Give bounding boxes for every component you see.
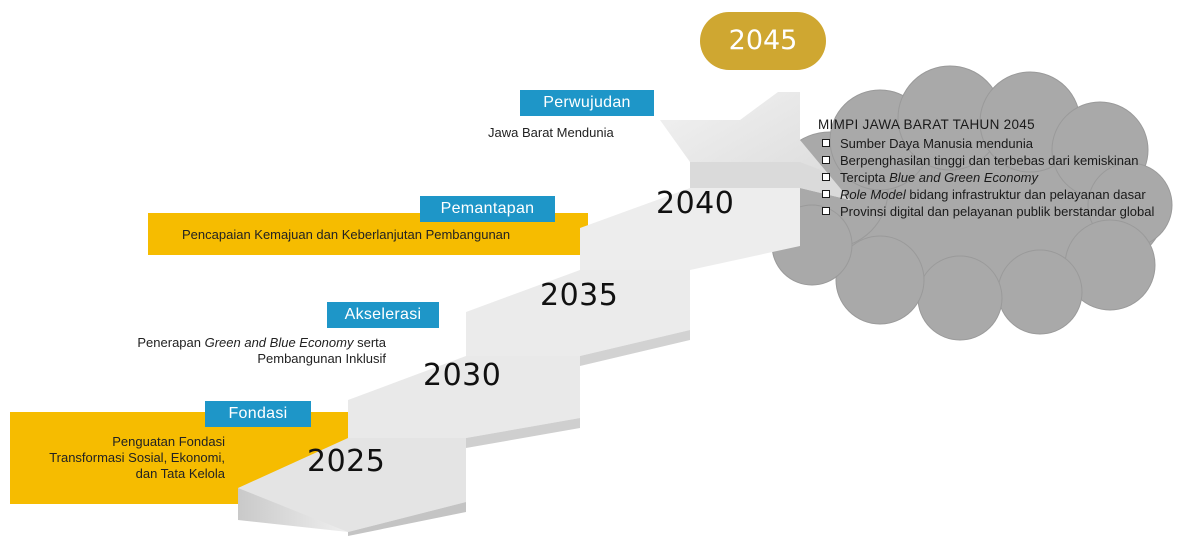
- phase-tag-fondasi: Fondasi: [205, 401, 311, 427]
- fondasi-description: Penguatan Fondasi Transformasi Sosial, E…: [10, 434, 225, 482]
- phase-tag-akselerasi: Akselerasi: [327, 302, 439, 328]
- akselerasi-desc-line-2: Pembangunan Inklusif: [257, 351, 386, 366]
- goal-year-badge: 2045: [700, 12, 826, 70]
- vision-list: Sumber Daya Manusia mendunia Berpenghasi…: [818, 135, 1158, 220]
- checkbox-bullet-icon: [822, 156, 830, 164]
- vision-cloud: [771, 65, 1173, 341]
- vision-item: Sumber Daya Manusia mendunia: [818, 135, 1158, 152]
- year-2030: 2030: [423, 358, 502, 393]
- vision-text: MIMPI JAWA BARAT TAHUN 2045 Sumber Daya …: [818, 116, 1158, 220]
- akselerasi-desc-line-1: Penerapan Green and Blue Economy serta: [137, 335, 386, 350]
- fondasi-desc-line-2: Transformasi Sosial, Ekonomi,: [49, 450, 225, 465]
- step-2040: [580, 188, 800, 270]
- vision-title: MIMPI JAWA BARAT TAHUN 2045: [818, 117, 1035, 132]
- fondasi-desc-line-3: dan Tata Kelola: [135, 466, 225, 481]
- fondasi-desc-line-1: Penguatan Fondasi: [112, 434, 225, 449]
- step-2025: [238, 438, 466, 532]
- checkbox-bullet-icon: [822, 173, 830, 181]
- phase-tag-perwujudan: Perwujudan: [520, 90, 654, 116]
- checkbox-bullet-icon: [822, 207, 830, 215]
- perwujudan-description: Jawa Barat Mendunia: [488, 125, 614, 140]
- step-2030: [348, 356, 580, 438]
- phase-tag-pemantapan: Pemantapan: [420, 196, 555, 222]
- year-2040: 2040: [656, 186, 735, 221]
- vision-item: Provinsi digital dan pelayanan publik be…: [818, 203, 1158, 220]
- vision-item: Role Model bidang infrastruktur dan pela…: [818, 186, 1158, 203]
- pemantapan-description: Pencapaian Kemajuan dan Keberlanjutan Pe…: [182, 227, 511, 242]
- vision-item: Berpenghasilan tinggi dan terbebas dari …: [818, 152, 1158, 169]
- checkbox-bullet-icon: [822, 190, 830, 198]
- step-2035: [466, 270, 690, 356]
- akselerasi-description: Penerapan Green and Blue Economy serta P…: [60, 335, 386, 367]
- checkbox-bullet-icon: [822, 139, 830, 147]
- year-2035: 2035: [540, 278, 619, 313]
- vision-item: Tercipta Blue and Green Economy: [818, 169, 1158, 186]
- year-2025: 2025: [307, 444, 386, 479]
